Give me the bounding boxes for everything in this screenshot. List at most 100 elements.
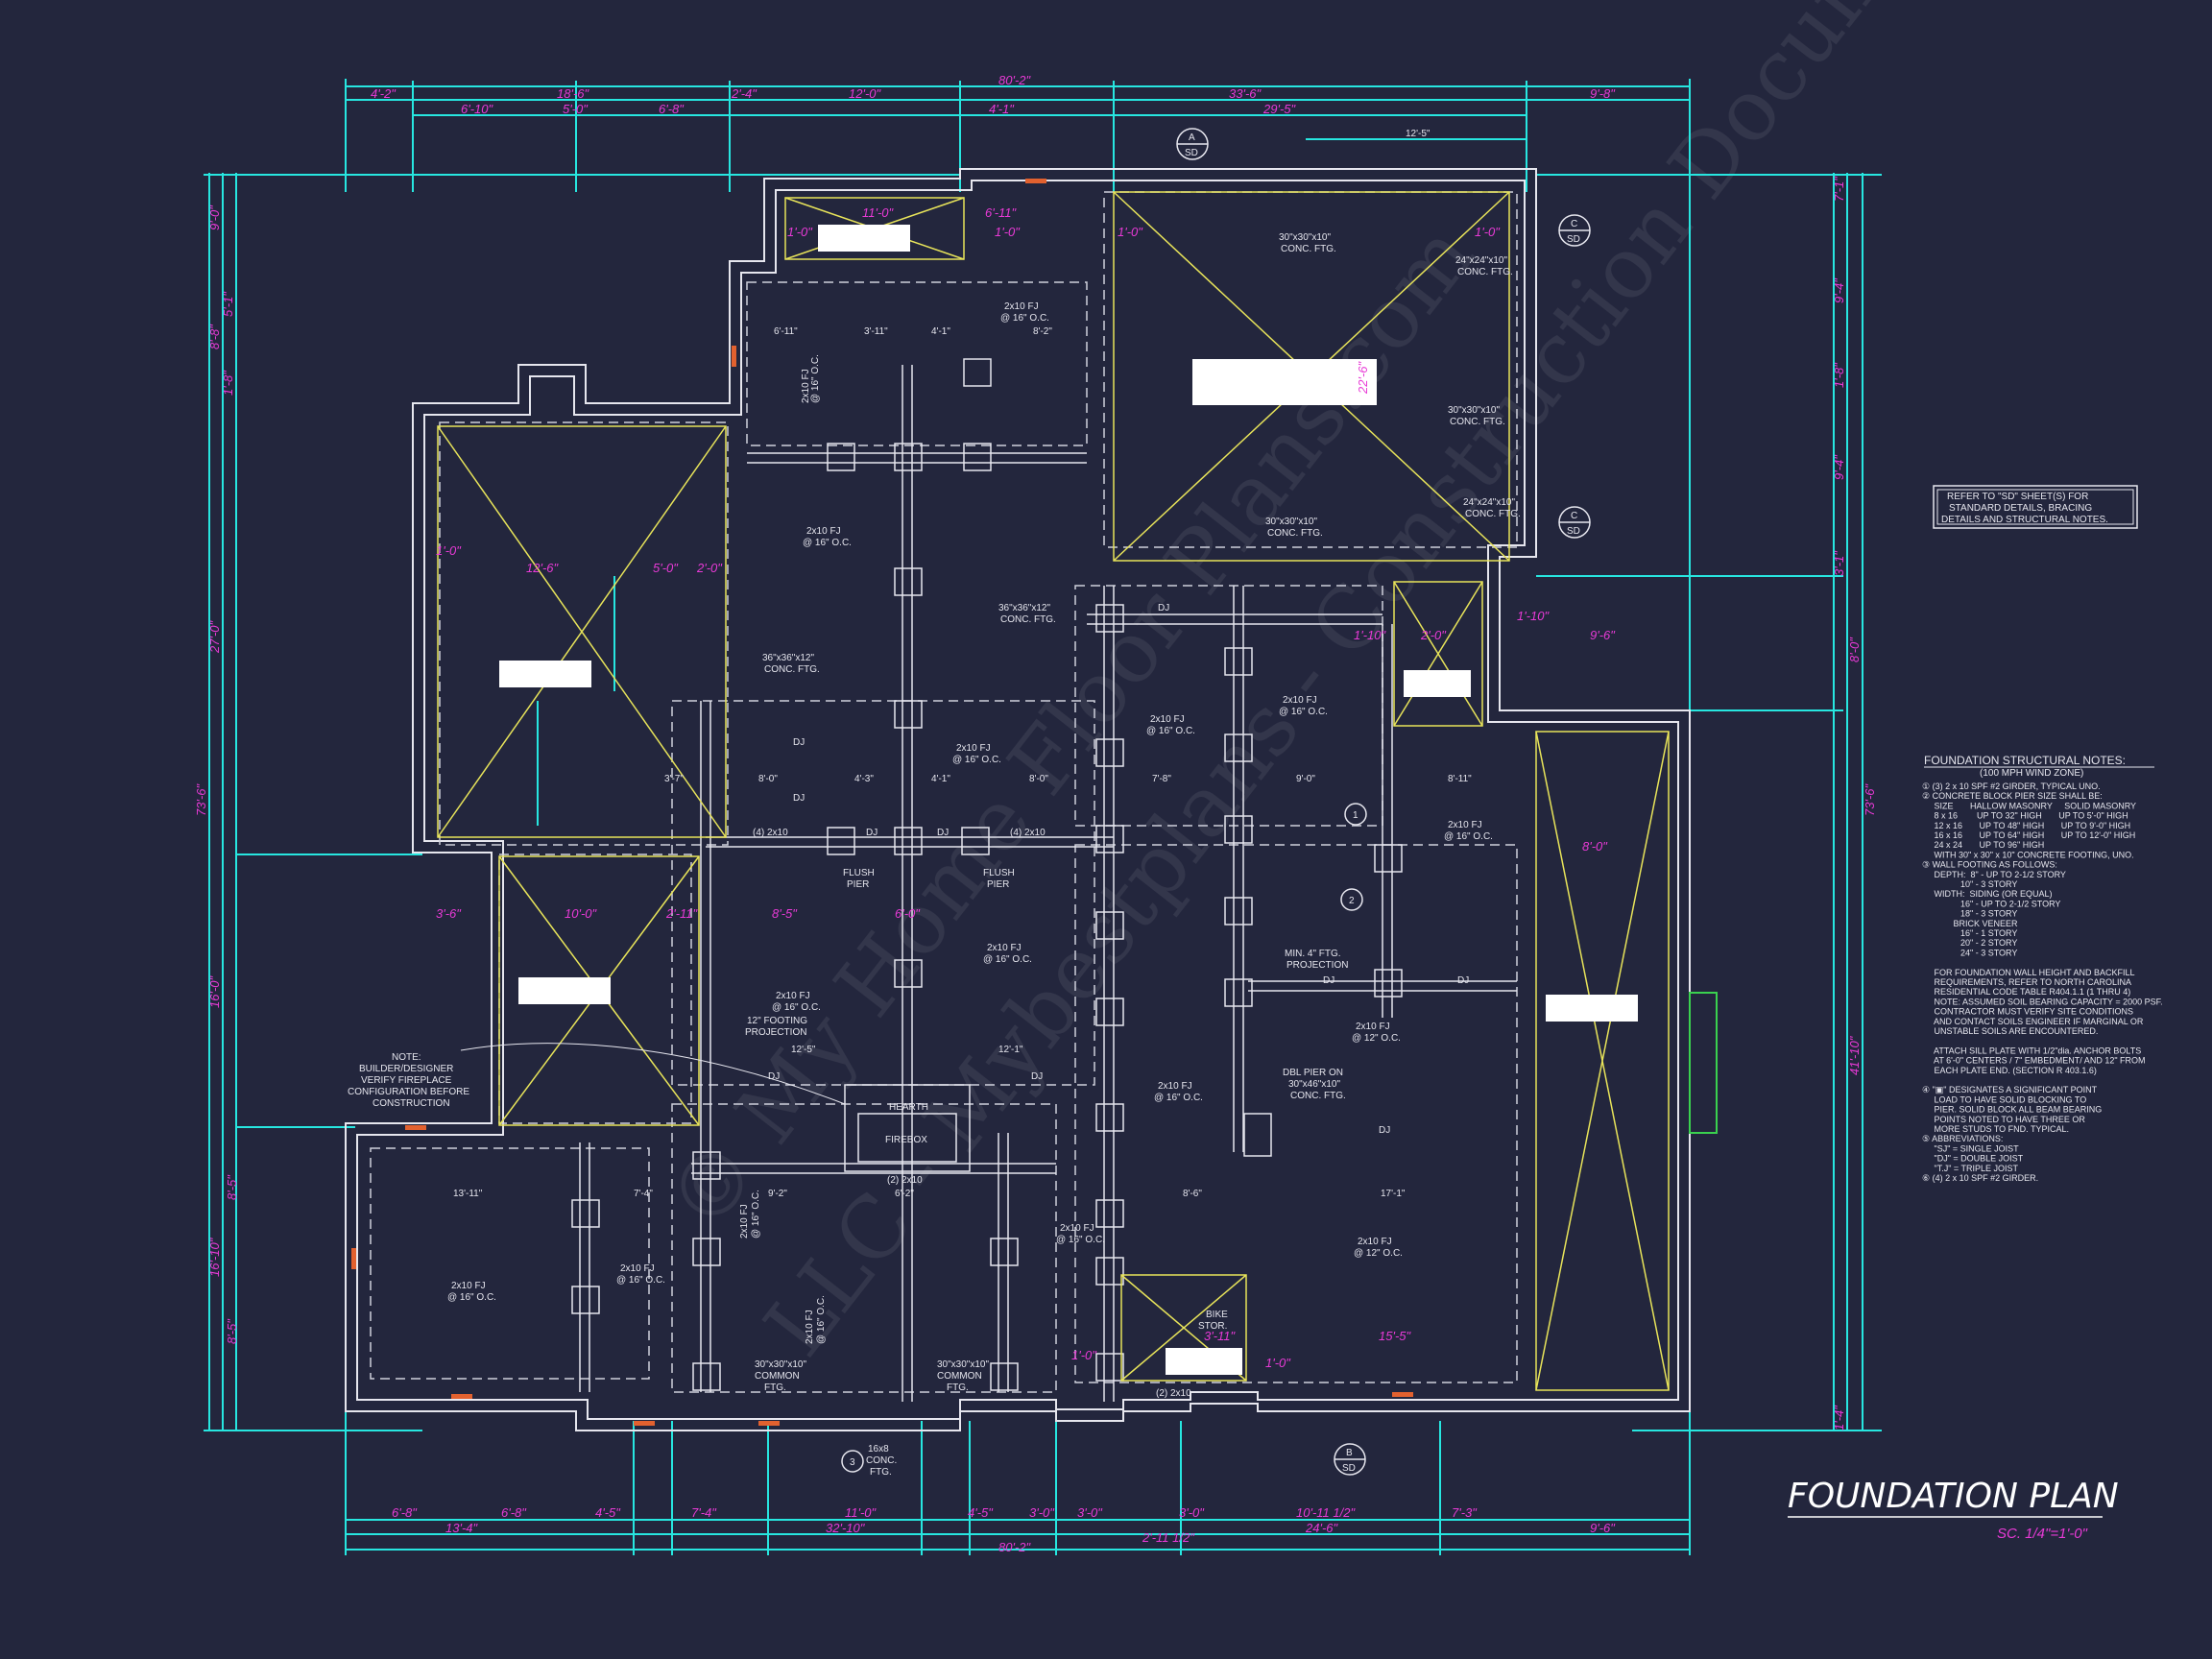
note-line: FOR FOUNDATION WALL HEIGHT AND BACKFILL	[1922, 968, 2135, 977]
white-dim-3: 4'-1"	[931, 326, 950, 337]
inner-dim-8: 12'-6"	[526, 561, 560, 575]
block-1: 16x8	[868, 1444, 889, 1455]
dj-label-2: DJ	[793, 793, 805, 804]
joist-spacing-11: @ 12" O.C.	[1354, 1248, 1403, 1259]
joist-label-11: 2x10 FJ	[1358, 1237, 1392, 1247]
white-dim-16: 6'-2"	[895, 1189, 914, 1199]
inner-dim-4: 1'-0"	[995, 225, 1021, 239]
bottom-dim-4: 7'-4"	[691, 1505, 717, 1520]
white-dim-17: 8'-6"	[1183, 1189, 1202, 1199]
note-line: ② CONCRETE BLOCK PIER SIZE SHALL BE:	[1922, 791, 2103, 801]
left-dim-9: 8'-5"	[225, 1318, 239, 1344]
note-line: 8 x 16 UP TO 32" HIGH UP TO 5'-0" HIGH	[1922, 811, 2128, 821]
girder-label-1: (4) 2x10	[753, 828, 788, 838]
ftg-label-2: 24"x24"x10"	[1455, 255, 1507, 266]
right-dim-8: 1'-4"	[1832, 1405, 1846, 1431]
white-dim-2: 3'-11"	[864, 326, 888, 337]
dj-label-6: DJ	[1323, 975, 1334, 986]
joist-spacing-7: @ 16" O.C.	[983, 954, 1032, 965]
note-line: BRICK VENEER	[1922, 919, 2018, 928]
bottom-dim-12: 13'-4"	[445, 1521, 479, 1535]
note-line: 24" - 3 STORY	[1922, 948, 2017, 957]
hearth-label: HEARTH	[889, 1102, 928, 1113]
note-line: WIDTH: SIDING (OR EQUAL)	[1922, 889, 2053, 899]
left-dim-4: 1'-8"	[221, 370, 235, 396]
dj-label-9: DJ	[866, 828, 878, 838]
joist-label-14: 2x10 FJ	[451, 1281, 486, 1291]
block-3: FTG.	[870, 1467, 892, 1478]
fireplace-note-3: CONFIGURATION BEFORE	[348, 1087, 469, 1097]
white-dim-19: 12'-5"	[791, 1045, 816, 1055]
flush-pier-1-line1: FLUSH	[843, 868, 875, 878]
dj-label-4: DJ	[768, 1071, 780, 1082]
notes-lines: ① (3) 2 x 10 SPF #2 GIRDER, TYPICAL UNO.…	[1922, 781, 2163, 1183]
bottom-dim-10: 10'-11 1/2"	[1296, 1505, 1356, 1520]
ftg-label-7b: CONC. FTG.	[764, 664, 820, 675]
inner-dim-24: 1'-0"	[1265, 1356, 1291, 1370]
ftg-label-4: 24"x24"x10"	[1463, 497, 1515, 508]
joist-spacing-2: @ 16" O.C.	[803, 538, 852, 548]
note-line: 18" - 3 STORY	[1922, 909, 2017, 919]
fireplace-note-4: CONSTRUCTION	[373, 1098, 450, 1109]
section-c-letter-2: C	[1571, 511, 1577, 521]
interior-dimensions: 11'-0" 6'-11" 1'-0" 1'-0" 1'-0" 1'-0" 1'…	[436, 205, 1616, 1370]
notes-subheading: (100 MPH WIND ZONE)	[1980, 768, 2083, 779]
ftg-label-1b: CONC. FTG.	[1281, 244, 1336, 254]
white-dim-8: 4'-1"	[931, 774, 950, 784]
white-dim-11: 9'-0"	[1296, 774, 1315, 784]
bottom-dim-9: 3'-0"	[1179, 1505, 1205, 1520]
dj-label-7: DJ	[1457, 975, 1469, 986]
top-overall-dim: 80'-2"	[998, 73, 1032, 87]
inner-dim-19: 9'-6"	[1590, 628, 1616, 642]
white-dim-18: 17'-1"	[1381, 1189, 1406, 1199]
ftg-label-1: 30"x30"x10"	[1279, 232, 1331, 243]
section-c-sheet-1: SD	[1567, 234, 1580, 245]
top-dim-4: 12'-0"	[849, 86, 882, 101]
bottom-dim-5: 11'-0"	[845, 1505, 878, 1520]
note-line: 10" - 3 STORY	[1922, 879, 2017, 889]
note-line: ATTACH SILL PLATE WITH 1/2"dia. ANCHOR B…	[1922, 1046, 2141, 1055]
white-dim-13: 13'-11"	[453, 1189, 483, 1199]
note-line: 16" - 1 STORY	[1922, 928, 2017, 938]
joist-spacing-15: @ 16" O.C.	[810, 354, 821, 403]
note-line: "DJ" = DOUBLE JOIST	[1922, 1154, 2024, 1164]
inner-dim-3: 1'-0"	[787, 225, 813, 239]
top-dim-9: 6'-8"	[659, 102, 685, 116]
note-line: ① (3) 2 x 10 SPF #2 GIRDER, TYPICAL UNO.	[1922, 781, 2101, 791]
sd-box-line-1: REFER TO "SD" SHEET(S) FOR	[1947, 492, 2088, 502]
note-line: PIER. SOLID BLOCK ALL BEAM BEARING	[1922, 1105, 2102, 1115]
callout-2: 2	[1349, 896, 1355, 906]
right-dim-3: 1'-8"	[1832, 362, 1846, 388]
left-overall-dim: 73'-6"	[194, 782, 208, 816]
bottom-dim-14: 2'-11 1/2"	[1142, 1530, 1195, 1545]
ftg-projection-2: PROJECTION	[745, 1027, 806, 1038]
section-a-sheet: SD	[1185, 148, 1198, 158]
joist-label-17: 2x10 FJ	[805, 1310, 815, 1344]
joist-label-13: 2x10 FJ	[620, 1263, 655, 1274]
bottom-dimensions: 6'-8" 6'-8" 4'-5" 7'-4" 11'-0" 4'-5" 3'-…	[392, 1505, 1616, 1554]
bottom-dim-3: 4'-5"	[595, 1505, 621, 1520]
note-line: ⑤ ABBREVIATIONS:	[1922, 1134, 2003, 1143]
joist-label-9: 2x10 FJ	[1356, 1022, 1390, 1032]
bottom-dim-8: 3'-0"	[1077, 1505, 1103, 1520]
white-dim-7: 4'-3"	[854, 774, 874, 784]
inner-dim-2: 6'-11"	[985, 205, 1018, 220]
flush-pier-1-line2: PIER	[847, 879, 869, 890]
right-dim-4: 9'-4"	[1832, 454, 1846, 480]
white-dim-20: 12'-1"	[998, 1045, 1023, 1055]
bottom-dim-7: 3'-0"	[1029, 1505, 1055, 1520]
inner-dim-14: 8'-5"	[772, 906, 798, 921]
top-dimensions: 80'-2" 4'-2" 18'-6" 2'-4" 12'-0" 33'-6" …	[371, 73, 1616, 139]
inner-dim-25: 22'-6"	[1356, 360, 1370, 395]
title-block: FOUNDATION PLAN SC. 1/4"=1'-0"	[1788, 1477, 2119, 1542]
inner-dim-17: 2'-0"	[1420, 628, 1447, 642]
joist-spacing-12: @ 16" O.C.	[1056, 1235, 1105, 1245]
note-line: LOAD TO HAVE SOLID BLOCKING TO	[1922, 1094, 2086, 1104]
dj-label-5: DJ	[1031, 1071, 1043, 1082]
callout-3: 3	[850, 1457, 855, 1468]
inner-dim-18: 1'-10"	[1517, 609, 1551, 623]
bike-label: BIKE	[1206, 1310, 1228, 1320]
top-dim-11: 29'-5"	[1262, 102, 1297, 116]
joist-spacing-13: @ 16" O.C.	[616, 1275, 665, 1286]
ftg-label-5b: CONC. FTG.	[1267, 528, 1323, 539]
